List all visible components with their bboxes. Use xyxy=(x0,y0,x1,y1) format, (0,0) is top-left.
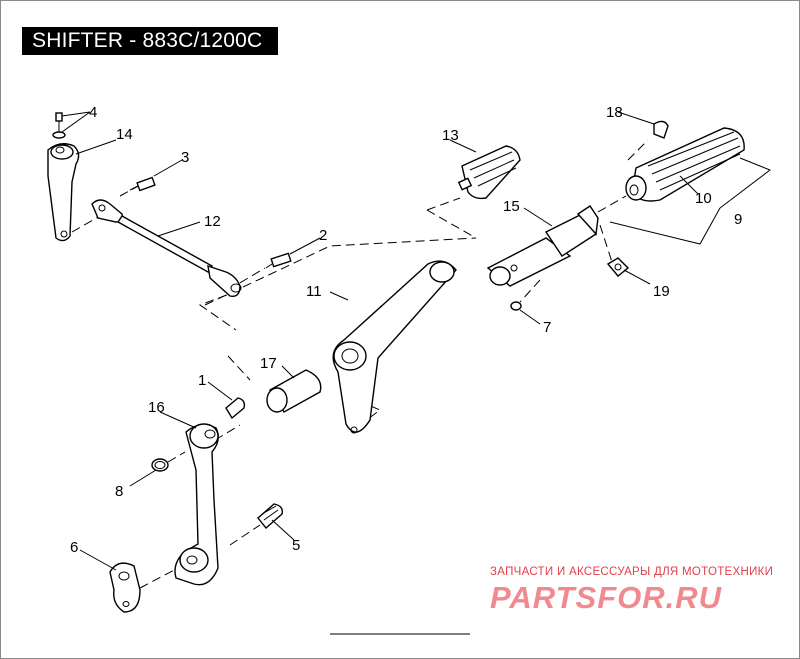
part-2-screw xyxy=(265,252,292,269)
part-17-bushing xyxy=(266,369,322,413)
part-14-shift-lever xyxy=(47,143,80,242)
watermark-logo: PARTSFOR.RU xyxy=(490,580,723,615)
part-4-screw-washer xyxy=(52,112,66,139)
part-6-peg-bracket xyxy=(109,562,141,613)
callout-15: 15 xyxy=(503,198,520,215)
callout-1: 1 xyxy=(198,372,206,389)
callout-13: 13 xyxy=(442,127,459,144)
assembly-lines xyxy=(71,139,649,589)
callout-7: 7 xyxy=(543,319,551,336)
callout-11: 11 xyxy=(306,283,322,300)
part-13-rubber-peg xyxy=(457,145,521,200)
diagram-title: SHIFTER - 883C/1200C xyxy=(22,27,278,55)
callout-17: 17 xyxy=(260,355,277,372)
callout-5: 5 xyxy=(292,537,300,554)
part-11-shift-arm xyxy=(332,260,457,434)
callout-9: 9 xyxy=(734,211,742,228)
part-16-lower-lever xyxy=(174,423,219,586)
part-3-screw xyxy=(129,176,156,192)
watermark-subtitle: ЗАПЧАСТИ И АКСЕССУАРЫ ДЛЯ МОТОТЕХНИКИ xyxy=(490,566,774,578)
callout-16: 16 xyxy=(148,399,165,416)
part-1-screw xyxy=(225,397,246,420)
part-10-footpeg-rubber xyxy=(625,127,745,202)
part-12-shift-rod xyxy=(91,199,242,297)
callout-18: 18 xyxy=(606,104,623,121)
part-19-clip xyxy=(606,257,630,277)
part-15-pivot-shaft xyxy=(486,205,599,287)
callout-10: 10 xyxy=(695,190,712,207)
callout-19: 19 xyxy=(653,283,670,300)
part-7-ring xyxy=(510,301,522,311)
callout-3: 3 xyxy=(181,149,189,166)
callout-14: 14 xyxy=(116,126,133,143)
callout-labels: 4 14 3 12 2 13 18 10 9 15 19 7 11 17 1 1… xyxy=(70,104,742,556)
part-18-screw xyxy=(653,120,669,139)
callout-6: 6 xyxy=(70,539,78,556)
callout-8: 8 xyxy=(115,483,123,500)
leader-lines xyxy=(61,111,699,571)
callout-9-bracket xyxy=(609,157,772,245)
callout-4: 4 xyxy=(89,104,97,121)
callout-2: 2 xyxy=(319,227,327,244)
part-8-ring xyxy=(151,458,169,472)
callout-12: 12 xyxy=(204,213,221,230)
part-5-screw xyxy=(257,503,284,530)
